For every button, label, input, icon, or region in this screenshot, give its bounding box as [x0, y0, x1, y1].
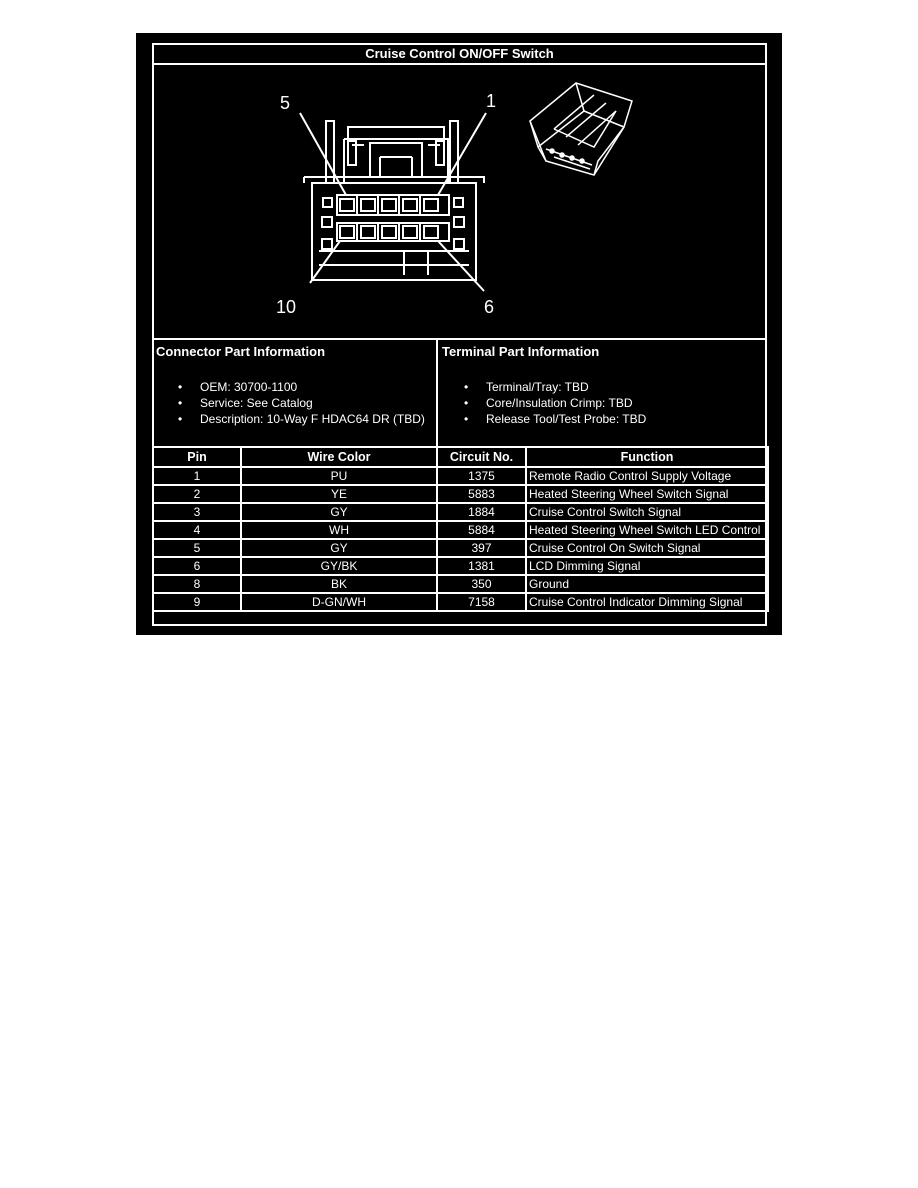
- cell-circuit-no: 397: [436, 538, 527, 558]
- cell-circuit-no: 5884: [436, 520, 527, 540]
- connector-info-item: Service: See Catalog: [178, 395, 425, 411]
- table-row: 3 GY 1884 Cruise Control Switch Signal: [152, 502, 769, 522]
- terminal-info-item: Terminal/Tray: TBD: [464, 379, 646, 395]
- pin-label-1: 1: [486, 91, 496, 111]
- table-row: 2 YE 5883 Heated Steering Wheel Switch S…: [152, 484, 769, 504]
- pin-label-5: 5: [280, 93, 290, 113]
- cell-circuit-no: 1884: [436, 502, 527, 522]
- pin-label-10: 10: [276, 297, 296, 317]
- cell-pin: 5: [152, 538, 242, 558]
- table-row: 1 PU 1375 Remote Radio Control Supply Vo…: [152, 466, 769, 486]
- header-circuit-no: Circuit No.: [436, 446, 527, 468]
- table-row: 5 GY 397 Cruise Control On Switch Signal: [152, 538, 769, 558]
- header-function: Function: [525, 446, 769, 468]
- cell-function: Cruise Control Indicator Dimming Signal: [525, 592, 769, 612]
- cell-pin: 2: [152, 484, 242, 504]
- terminal-info-item: Release Tool/Test Probe: TBD: [464, 411, 646, 427]
- cell-wire-color: GY: [240, 502, 438, 522]
- cell-function: LCD Dimming Signal: [525, 556, 769, 576]
- cell-wire-color: YE: [240, 484, 438, 504]
- table-row: 8 BK 350 Ground: [152, 574, 769, 594]
- table-header-row: Pin Wire Color Circuit No. Function: [152, 446, 769, 468]
- terminal-info-list: Terminal/Tray: TBD Core/Insulation Crimp…: [464, 379, 646, 427]
- connector-info-item: Description: 10-Way F HDAC64 DR (TBD): [178, 411, 425, 427]
- cell-wire-color: D-GN/WH: [240, 592, 438, 612]
- cell-pin: 9: [152, 592, 242, 612]
- panel-frame: [152, 43, 767, 626]
- cell-circuit-no: 1375: [436, 466, 527, 486]
- pin-table: Pin Wire Color Circuit No. Function 1 PU…: [152, 446, 769, 612]
- page-title: Cruise Control ON/OFF Switch: [152, 43, 767, 65]
- cell-pin: 6: [152, 556, 242, 576]
- table-row: 9 D-GN/WH 7158 Cruise Control Indicator …: [152, 592, 769, 612]
- table-row: 6 GY/BK 1381 LCD Dimming Signal: [152, 556, 769, 576]
- cell-function: Cruise Control Switch Signal: [525, 502, 769, 522]
- header-pin: Pin: [152, 446, 242, 468]
- cell-wire-color: WH: [240, 520, 438, 540]
- cell-wire-color: GY/BK: [240, 556, 438, 576]
- terminal-part-info: Terminal Part Information Terminal/Tray:…: [436, 338, 767, 446]
- cell-wire-color: PU: [240, 466, 438, 486]
- cell-circuit-no: 350: [436, 574, 527, 594]
- cell-pin: 1: [152, 466, 242, 486]
- cell-wire-color: BK: [240, 574, 438, 594]
- connector-info-list: OEM: 30700-1100 Service: See Catalog Des…: [178, 379, 425, 427]
- cell-circuit-no: 5883: [436, 484, 527, 504]
- connector-info-item: OEM: 30700-1100: [178, 379, 425, 395]
- cell-function: Heated Steering Wheel Switch Signal: [525, 484, 769, 504]
- cell-circuit-no: 1381: [436, 556, 527, 576]
- connector-face-drawing: [299, 112, 487, 292]
- cell-pin: 8: [152, 574, 242, 594]
- cell-pin: 3: [152, 502, 242, 522]
- connector-info-heading: Connector Part Information: [156, 344, 326, 359]
- pin-label-6: 6: [484, 297, 494, 317]
- cell-function: Heated Steering Wheel Switch LED Control: [525, 520, 769, 540]
- cell-circuit-no: 7158: [436, 592, 527, 612]
- cell-function: Remote Radio Control Supply Voltage: [525, 466, 769, 486]
- cell-function: Ground: [525, 574, 769, 594]
- cell-wire-color: GY: [240, 538, 438, 558]
- table-row: 4 WH 5884 Heated Steering Wheel Switch L…: [152, 520, 769, 540]
- header-wire-color: Wire Color: [240, 446, 438, 468]
- connector-part-info: Connector Part Information OEM: 30700-11…: [152, 338, 436, 446]
- terminal-info-item: Core/Insulation Crimp: TBD: [464, 395, 646, 411]
- terminal-info-heading: Terminal Part Information: [442, 344, 600, 359]
- connector-3d-sketch: [529, 82, 633, 176]
- cell-function: Cruise Control On Switch Signal: [525, 538, 769, 558]
- connector-diagram: 5 1 10 6: [276, 82, 633, 317]
- cell-pin: 4: [152, 520, 242, 540]
